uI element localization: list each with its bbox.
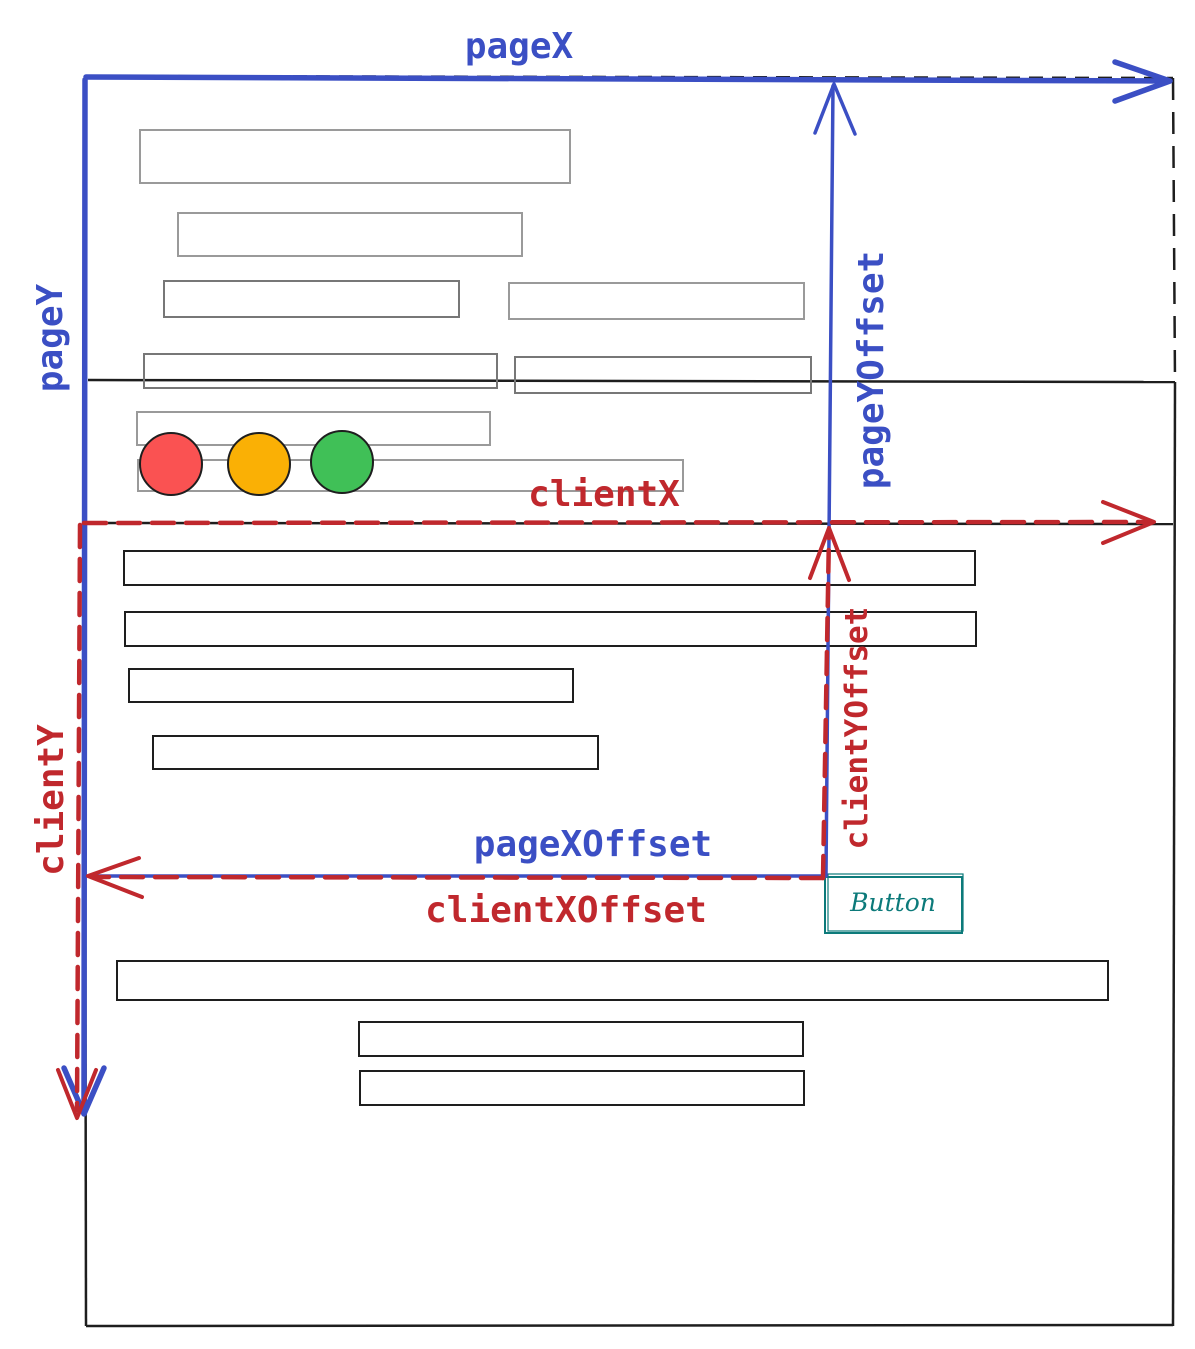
client-y-label: clientY: [31, 724, 72, 876]
client-arrowheads: [56, 500, 1156, 1120]
yellow-dot-icon[interactable]: [227, 432, 291, 496]
content-block: [358, 1021, 804, 1057]
page-y-offset-arrowhead: [813, 82, 857, 136]
content-block: [128, 668, 574, 703]
client-x-offset-label: clientXOffset: [425, 890, 707, 931]
scroll-region-line: [87, 378, 1176, 384]
page-x-arrow: [83, 74, 1171, 84]
content-block: [139, 129, 571, 184]
button-outline: [824, 876, 963, 934]
page-y-label: pageY: [30, 283, 71, 392]
client-y-offset-arrow: [820, 530, 832, 881]
page-y-arrowhead: [61, 1065, 107, 1117]
client-x-offset-arrow: [89, 874, 826, 881]
content-block: [163, 280, 460, 318]
content-block: [359, 1070, 805, 1106]
client-y-offset-arrowhead: [808, 526, 851, 582]
viewport-content-blocks: [116, 550, 1109, 1106]
page-offset-arrows: [86, 82, 857, 878]
client-axes: [74, 519, 1153, 1113]
document-right-edge-scrolled: [1171, 77, 1177, 383]
content-block: [152, 735, 599, 770]
page-x-label: pageX: [465, 26, 574, 67]
document-bottom-edge: [85, 1323, 1174, 1328]
content-block: [124, 611, 977, 647]
page-x-arrowhead: [1112, 59, 1173, 104]
content-block: [137, 459, 684, 492]
content-block: [177, 212, 523, 257]
content-block: [143, 353, 498, 389]
content-block: [116, 960, 1109, 1001]
button-label: Button: [849, 888, 936, 917]
content-block: [136, 411, 491, 446]
client-x-label: clientX: [528, 474, 680, 515]
red-dot-icon[interactable]: [139, 432, 203, 496]
page-axes: [61, 59, 1173, 1117]
client-x-offset-arrowhead: [86, 856, 144, 899]
green-dot-icon[interactable]: [310, 430, 374, 494]
client-y-offset-label: clientYOffset: [839, 607, 875, 850]
content-block: [123, 550, 976, 586]
client-y-arrow: [74, 522, 83, 1113]
button-outline-sketch: [827, 873, 964, 932]
client-x-arrowhead: [1101, 500, 1156, 545]
page-x-offset-label: pageXOffset: [474, 824, 712, 865]
page-y-offset-label: pageYOffset: [851, 251, 892, 489]
content-block: [508, 282, 805, 320]
page-y-arrow: [81, 77, 88, 1115]
client-y-arrowhead: [56, 1068, 98, 1120]
content-block: [514, 356, 812, 394]
page-y-offset-arrow: [824, 84, 835, 877]
document-right-edge: [1171, 381, 1177, 1327]
scrolled-content-blocks: [136, 129, 812, 492]
target-button[interactable]: Button: [824, 873, 964, 934]
window-controls: [139, 430, 374, 496]
client-x-arrow: [81, 519, 1153, 526]
